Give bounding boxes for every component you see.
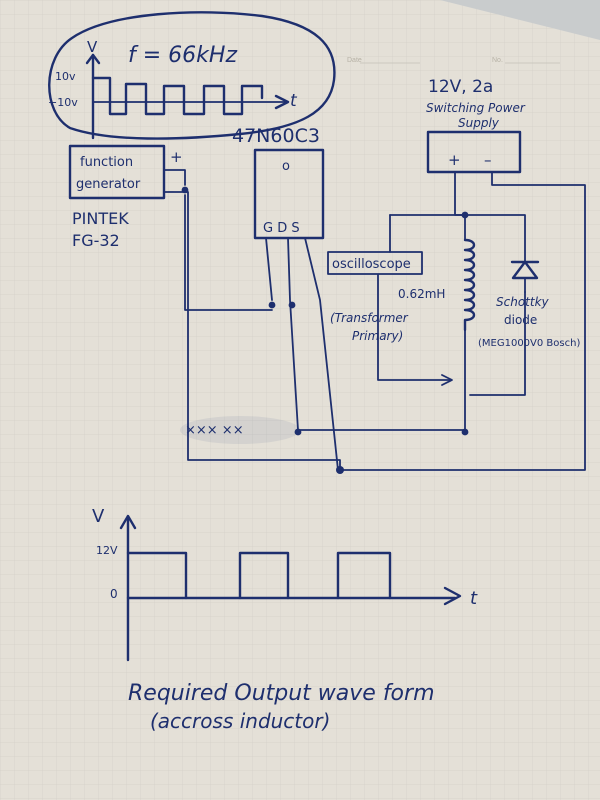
frequency-label: f = 66kHz [128,43,237,68]
ground-node [336,466,344,474]
output-high-level: 12V [96,544,118,557]
psu-box [426,130,522,174]
number-label: No. [492,57,503,64]
output-caption-line1: Required Output wave form [128,681,435,706]
fg-model: FG-32 [72,231,120,250]
page-corner-shadow [440,0,600,40]
psu-minus-terminal: – [484,151,492,169]
input-low-level: −10v [48,96,78,109]
scribble-marks: ××× ×× [185,423,244,438]
output-square-wave [126,551,392,600]
inductor-coil [463,238,476,332]
date-label: Date [347,57,362,64]
input-t-label: t [290,91,298,111]
diode-label-line2: diode [504,313,537,327]
inductor-bottom-node [461,428,469,436]
psu-rating: 12V, 2a [428,77,493,97]
fg-label-line2: generator [76,177,141,192]
oscilloscope-box [327,251,423,275]
drain-junction-node [294,428,302,436]
fg-plus-node [181,186,189,194]
input-high-level: 10v [55,70,76,83]
fg-minus-terminal: – [167,182,175,200]
drain-node [288,301,296,309]
mosfet-pin-labels: G D S [263,221,300,236]
inductor-value: 0.62mH [398,287,445,301]
input-t-axis-arrow [274,94,290,110]
mosfet-part-number: 47N60C3 [232,125,320,147]
inductor-note-line2: Primary) [352,329,403,343]
input-waveform-bubble [48,11,336,140]
input-v-axis-arrow [85,53,101,65]
input-square-wave [91,76,264,116]
psu-label-line2: Supply [458,116,500,130]
fg-plus-terminal: + [170,148,183,166]
fg-brand: PINTEK [72,209,129,228]
supply-node [461,211,469,219]
psu-plus-terminal: + [448,151,461,169]
fg-label-line1: function [80,155,133,170]
gate-node [268,301,276,309]
output-caption-line2: (accross inductor) [150,709,330,733]
output-v-label: V [92,506,105,527]
mosfet-tab-hole: o [282,159,290,174]
ink-smudge [180,416,300,444]
psu-label-line1: Switching Power [426,101,526,115]
output-t-axis-arrow [443,586,462,606]
mosfet-body [253,148,325,240]
function-generator-box [68,144,166,200]
circuit-wiring [163,169,586,471]
output-zero-level: 0 [110,587,118,601]
inductor-note-line1: (Transformer [330,311,409,325]
oscilloscope-label: oscilloscope [332,257,411,272]
diode-part: (MEG1000V0 Bosch) [478,338,580,349]
output-t-label: t [470,588,478,609]
input-v-label: V [87,38,98,56]
diode-label-line1: Schottky [496,295,550,309]
output-v-axis-arrow [119,514,137,530]
